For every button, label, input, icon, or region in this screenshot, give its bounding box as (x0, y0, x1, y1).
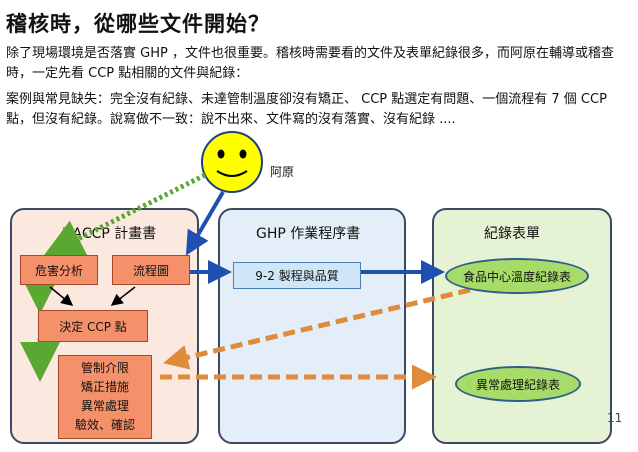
records-panel-title: 紀錄表單 (484, 226, 540, 242)
abnormal-record-oval: 異常處理紀錄表 (455, 366, 581, 402)
smiley-face-icon (201, 131, 263, 193)
page-title: 稽核時，從哪些文件開始？ (6, 12, 270, 36)
control-item: 矯正措施 (80, 380, 129, 394)
ccp-decision-box: 決定 CCP 點 (38, 310, 148, 342)
black-arrow-hazard-to-ccp (49, 286, 74, 306)
control-item: 驗效、確認 (74, 418, 135, 432)
page-number: 11 (607, 411, 623, 425)
hazard-analysis-box: 危害分析 (20, 255, 98, 285)
ghp-panel-title: GHP 作業程序書 (256, 226, 361, 242)
green-arrow-face-to-hazard (43, 172, 207, 257)
person-label: 阿原 (270, 165, 295, 179)
control-item: 異常處理 (80, 399, 129, 413)
intro-paragraph: 除了現場環境是否落實 GHP ，文件也很重要。稽核時需要看的文件及表單紀錄很多，… (6, 46, 614, 81)
blue-arrow-face-to-flow (185, 190, 225, 256)
control-item: 管制介限 (80, 361, 129, 375)
cases-paragraph: 案例與常見缺失：完全沒有紀錄、未達管制溫度卻沒有矯正、 CCP 點選定有問題、一… (6, 92, 607, 127)
temperature-record-oval: 食品中心溫度紀錄表 (445, 258, 589, 294)
flow-chart-box: 流程圖 (112, 255, 190, 285)
records-panel (432, 208, 612, 444)
black-arrow-flow-to-ccp (110, 286, 136, 306)
control-limits-box: 管制介限 矯正措施 異常處理 驗效、確認 (58, 355, 152, 439)
procedure-box: 9-2 製程與品質 (233, 262, 361, 289)
orange-arrow-record-to-control (163, 287, 471, 370)
